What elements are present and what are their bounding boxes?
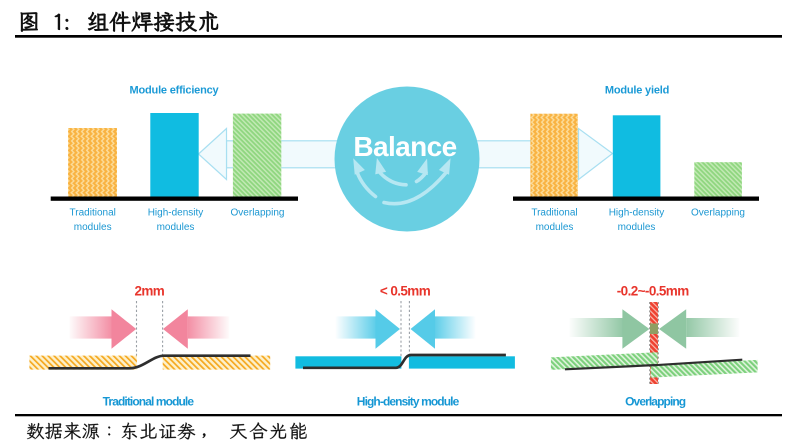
svg-text:Overlapping: Overlapping [231,208,285,219]
svg-text:Module efficiency: Module efficiency [130,85,220,97]
svg-text:Module yield: Module yield [605,85,669,97]
svg-text:Traditional: Traditional [531,208,577,219]
svg-text:Balance: Balance [353,131,456,162]
svg-text:High-density module: High-density module [357,395,460,409]
svg-text:modules: modules [157,222,195,233]
svg-text:Overlapping: Overlapping [691,208,745,219]
svg-text:modules: modules [618,222,656,233]
svg-text:Overlapping: Overlapping [625,395,686,409]
svg-text:Traditional: Traditional [70,208,116,219]
svg-text:2mm: 2mm [134,284,164,299]
svg-text:High-density: High-density [609,208,665,219]
svg-text:< 0.5mm: < 0.5mm [380,284,431,299]
svg-text:-0.2~-0.5mm: -0.2~-0.5mm [617,284,689,299]
svg-text:High-density: High-density [148,208,204,219]
svg-text:Traditional module: Traditional module [103,395,195,409]
svg-text:modules: modules [536,222,574,233]
svg-text:modules: modules [74,222,112,233]
